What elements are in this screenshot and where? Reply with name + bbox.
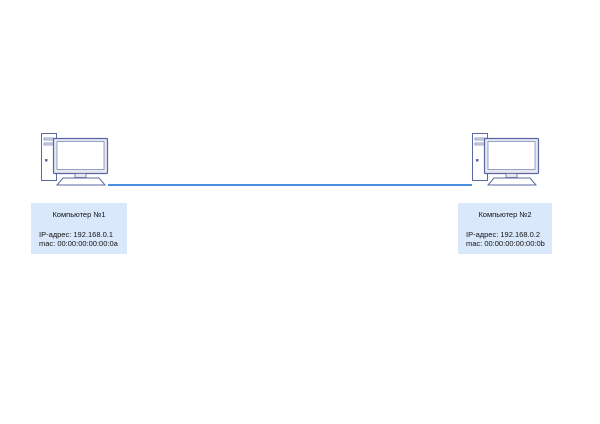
desktop-computer-icon[interactable] <box>41 133 109 186</box>
computer-2-info-box: Компьютер №2 IP-адрес: 192.168.0.2 mac: … <box>458 203 552 254</box>
desktop-computer-icon[interactable] <box>472 133 540 186</box>
computer-2-ip: IP-адрес: 192.168.0.2 <box>466 230 541 239</box>
computer-1-info-box: Компьютер №1 IP-адрес: 192.168.0.1 mac: … <box>31 203 127 254</box>
computer-1-ip: IP-адрес: 192.168.0.1 <box>39 230 114 239</box>
computer-1-mac: mac: 00:00:00:00:00:0a <box>39 239 118 248</box>
computer-2-mac: mac: 00:00:00:00:00:0b <box>466 239 545 248</box>
computer-2-name: Компьютер №2 <box>478 210 532 219</box>
computer-1-name: Компьютер №1 <box>52 210 106 219</box>
